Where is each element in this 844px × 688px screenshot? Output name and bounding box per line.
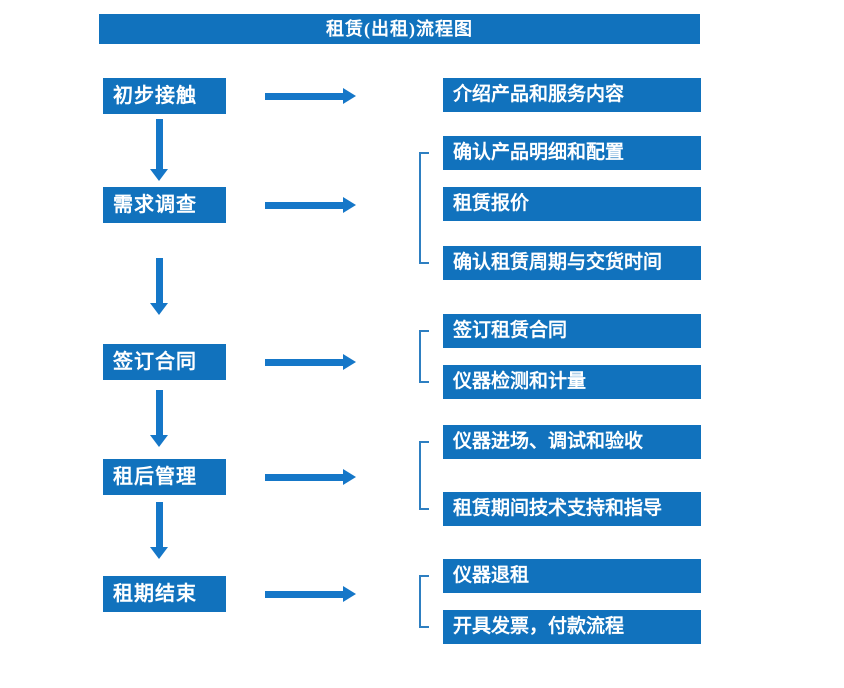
arrow-head (343, 197, 356, 213)
arrow-head (150, 303, 168, 315)
detail-box: 仪器检测和计量 (443, 365, 701, 399)
arrow-head (343, 354, 356, 370)
arrow-shaft (156, 258, 163, 303)
step-box-post-rental: 租后管理 (103, 459, 226, 495)
arrow-head (343, 469, 356, 485)
arrow-right-icon (265, 586, 356, 602)
arrow-shaft (265, 93, 343, 100)
arrow-shaft (265, 591, 343, 598)
arrow-head (150, 169, 168, 181)
arrow-shaft (265, 202, 343, 209)
arrow-shaft (156, 119, 163, 169)
arrow-down-icon (150, 119, 168, 181)
arrow-shaft (156, 502, 163, 547)
group-bracket-icon (419, 330, 429, 383)
detail-box: 租赁报价 (443, 187, 701, 221)
arrow-down-icon (150, 258, 168, 315)
arrow-shaft (156, 390, 163, 435)
flowchart-title: 租赁(出租)流程图 (99, 14, 700, 44)
step-box-initial-contact: 初步接触 (103, 78, 226, 114)
group-bracket-icon (419, 152, 429, 264)
detail-box: 签订租赁合同 (443, 314, 701, 348)
arrow-head (343, 586, 356, 602)
arrow-right-icon (265, 354, 356, 370)
detail-box: 仪器进场、调试和验收 (443, 425, 701, 459)
group-bracket-icon (419, 441, 429, 510)
step-box-demand-survey: 需求调查 (103, 187, 226, 223)
arrow-shaft (265, 474, 343, 481)
group-bracket-icon (419, 575, 429, 628)
step-box-rental-end: 租期结束 (103, 576, 226, 612)
detail-box: 确认产品明细和配置 (443, 136, 701, 170)
arrow-right-icon (265, 197, 356, 213)
arrow-right-icon (265, 469, 356, 485)
detail-box: 介绍产品和服务内容 (443, 78, 701, 112)
detail-box: 确认租赁周期与交货时间 (443, 246, 701, 280)
arrow-right-icon (265, 88, 356, 104)
arrow-shaft (265, 359, 343, 366)
detail-box: 租赁期间技术支持和指导 (443, 492, 701, 526)
arrow-head (150, 547, 168, 559)
arrow-head (150, 435, 168, 447)
step-box-sign-contract: 签订合同 (103, 344, 226, 380)
arrow-down-icon (150, 502, 168, 559)
arrow-down-icon (150, 390, 168, 447)
detail-box: 开具发票，付款流程 (443, 610, 701, 644)
detail-box: 仪器退租 (443, 559, 701, 593)
arrow-head (343, 88, 356, 104)
